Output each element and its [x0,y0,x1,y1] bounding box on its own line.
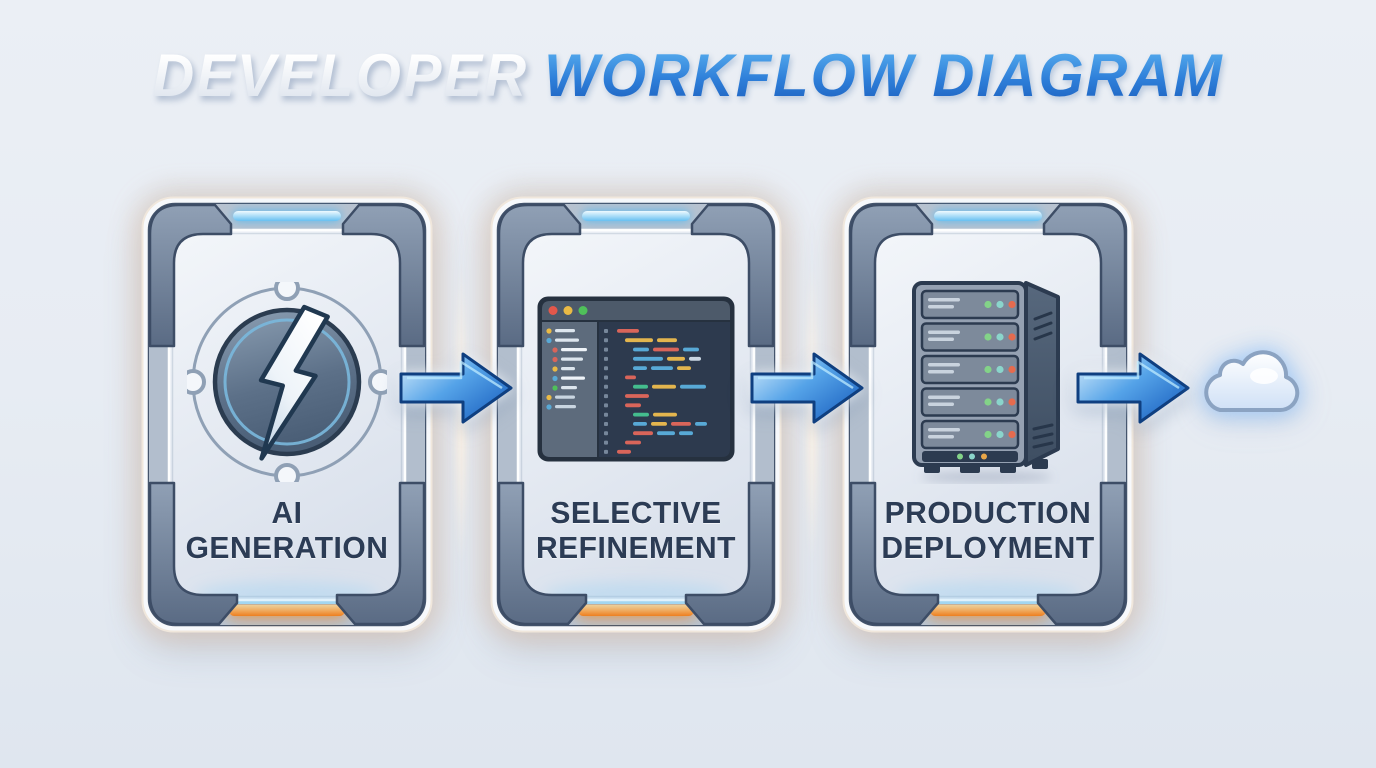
lightning-bolt-icon [187,282,387,482]
title-part-workflow-diagram: WORKFLOW DIAGRAM [544,41,1224,110]
arrow-right-icon [750,352,864,424]
arrow-right-icon [399,352,513,424]
step-label-line: SELECTIVE [550,495,722,530]
step-card-production-deployment: PRODUCTION DEPLOYMENT [842,196,1134,633]
step-label-line: GENERATION [185,531,389,565]
arrow-right-icon [1076,352,1190,424]
code-editor-icon [537,296,735,462]
step-label: PRODUCTION DEPLOYMENT [842,496,1134,566]
step-label-line: PRODUCTION [884,495,1092,530]
cloud-icon [1204,350,1300,413]
step-label: SELECTIVE REFINEMENT [490,496,782,566]
step-label: AI GENERATION [141,496,433,566]
step-card-selective-refinement: SELECTIVE REFINEMENT [490,196,782,633]
title-part-developer: DEVELOPER [152,41,529,110]
step-label-line: DEPLOYMENT [881,531,1095,565]
step-label-line: REFINEMENT [536,531,736,565]
step-card-ai-generation: AI GENERATION [141,196,433,633]
server-rack-icon [912,281,1060,483]
step-label-line: AI [271,495,303,530]
